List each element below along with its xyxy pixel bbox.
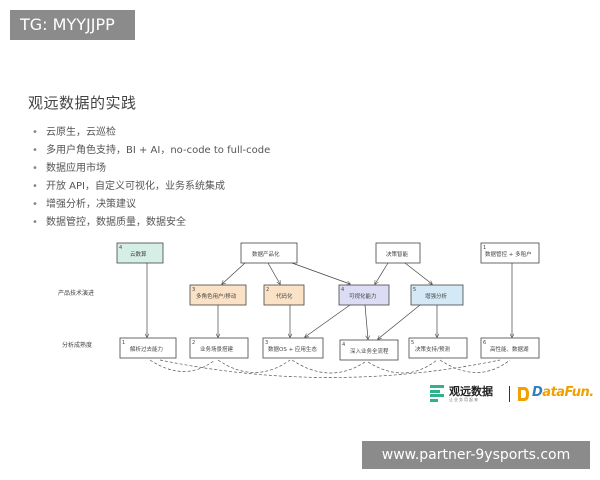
guandata-logo-icon [430,385,444,403]
maturity-diagram: 产品技术演进 分析成熟度 4 云数算 数据产品化 决策智能 1 数据管控 + 多… [58,242,540,378]
svg-text:增强分析: 增强分析 [425,292,448,300]
svg-text:1: 1 [122,340,125,346]
svg-text:深入业务全流程: 深入业务全流程 [350,347,389,355]
bullet-item: 多用户角色支持，BI + AI，no-code to full-code [30,142,270,160]
svg-text:4: 4 [342,342,345,348]
svg-text:2: 2 [266,287,269,293]
slide-title: 观远数据的实践 [28,94,137,112]
bottom-box-6: 6 高性能、数据湖 [480,337,540,359]
diagram-arrows [147,262,512,339]
top-box-governance: 1 数据管控 + 多租户 [480,242,540,264]
mid-box-augmented: 5 增强分析 [410,284,464,306]
svg-text:高性能、数据湖: 高性能、数据湖 [490,345,529,353]
svg-text:解析过去能力: 解析过去能力 [130,345,163,353]
svg-text:3: 3 [265,340,268,346]
row-label-maturity: 分析成熟度 [62,341,92,349]
datafun-logo-icon [518,387,529,401]
top-box-data-product: 数据产品化 [240,242,298,264]
partner-logos: 观远数据 让业务用起来 DataFun. [430,383,594,405]
svg-text:5: 5 [413,287,416,293]
guandata-logo-text: 观远数据 [449,385,493,398]
guandata-logo-subtitle: 让业务用起来 [449,397,479,402]
bullet-item: 增强分析，决策建议 [30,196,270,214]
bullet-item: 数据管控，数据质量，数据安全 [30,214,270,232]
datafun-logo-text: DataFun. [532,385,594,400]
svg-text:6: 6 [483,340,486,346]
svg-text:4: 4 [119,245,122,251]
tg-watermark-badge: TG: MYYJJPP [10,10,135,40]
svg-text:云数算: 云数算 [130,250,147,258]
svg-text:可视化能力: 可视化能力 [349,292,377,300]
bottom-box-3: 3 数据OS + 应用生态 [262,337,324,359]
website-watermark-badge: www.partner-9ysports.com [362,441,590,469]
svg-text:数据管控 + 多租户: 数据管控 + 多租户 [485,250,532,258]
top-box-cloud: 4 云数算 [116,242,164,264]
bottom-box-5: 5 决策支持/预测 [408,337,468,359]
logo-divider [509,386,510,402]
row-label-product: 产品技术演进 [58,289,94,297]
bullet-item: 云原生，云巡检 [30,124,270,142]
svg-text:3: 3 [192,287,195,293]
top-box-decision: 决策智能 [375,242,421,264]
mid-box-multi-role: 3 多角色用户/移动 [189,284,247,306]
svg-text:业务场景搭建: 业务场景搭建 [200,345,234,353]
svg-text:2: 2 [192,340,195,346]
svg-text:数据产品化: 数据产品化 [252,250,280,258]
bullet-item: 开放 API，自定义可视化，业务系统集成 [30,178,270,196]
svg-text:5: 5 [411,340,414,346]
svg-text:1: 1 [483,245,486,251]
svg-text:多角色用户/移动: 多角色用户/移动 [196,292,237,300]
svg-text:决策智能: 决策智能 [386,250,409,258]
svg-text:4: 4 [341,287,344,293]
bullet-list: 云原生，云巡检 多用户角色支持，BI + AI，no-code to full-… [30,124,270,232]
mid-box-visual: 4 可视化能力 [338,284,390,306]
bottom-box-2: 2 业务场景搭建 [189,337,249,359]
bottom-box-1: 1 解析过去能力 [119,337,177,359]
bullet-item: 数据应用市场 [30,160,270,178]
svg-text:决策支持/预测: 决策支持/预测 [415,345,450,353]
bottom-box-4: 4 深入业务全流程 [339,339,399,361]
mid-box-code: 2 代码化 [263,284,305,306]
svg-text:代码化: 代码化 [276,292,293,300]
svg-text:数据OS + 应用生态: 数据OS + 应用生态 [268,345,317,353]
maturity-progression-arcs [149,359,511,378]
